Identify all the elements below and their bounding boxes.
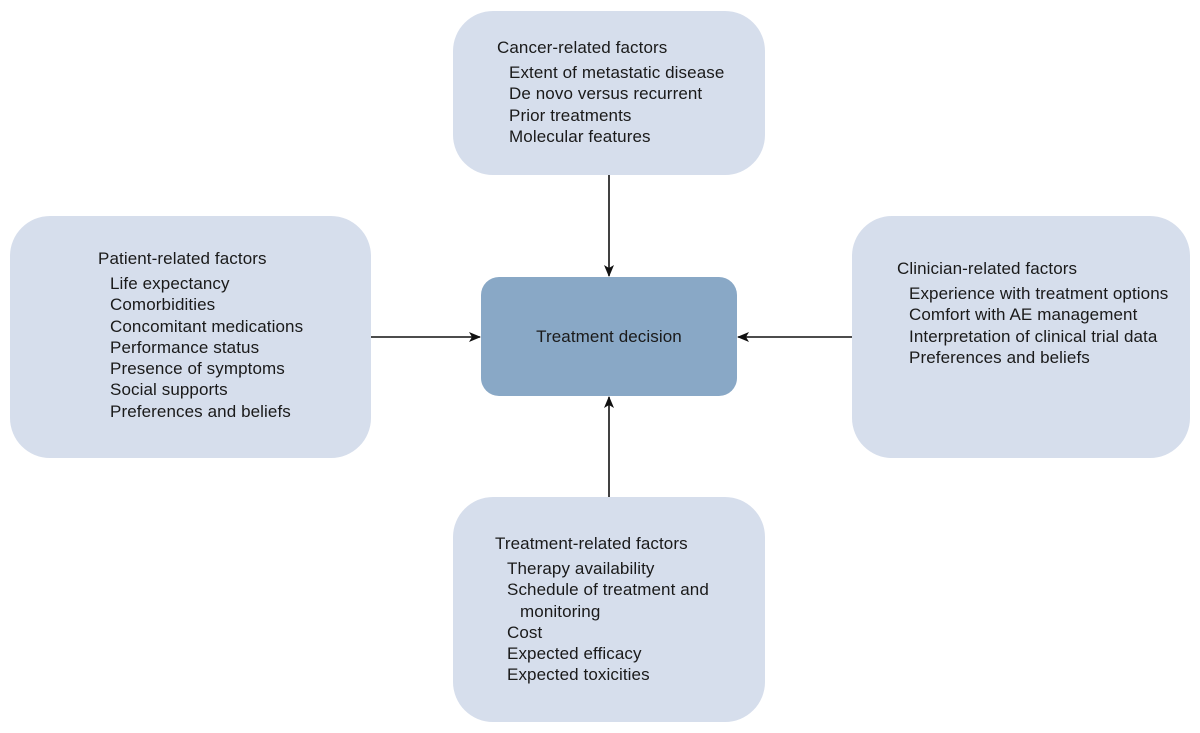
factor-item: Social supports xyxy=(110,380,228,400)
factor-item: Comfort with AE management xyxy=(909,305,1138,325)
factor-item: Cost xyxy=(507,622,543,642)
cancer-factors-heading: Cancer-related factors xyxy=(497,38,668,57)
cancer-factors-box: Cancer-related factors Extent of metasta… xyxy=(453,11,765,175)
factor-item: Molecular features xyxy=(509,126,651,146)
treatment-factors-box: Treatment-related factors Therapy availa… xyxy=(453,497,765,722)
factor-item: Preferences and beliefs xyxy=(909,347,1090,367)
factor-item: Life expectancy xyxy=(110,274,230,293)
factor-item: Expected efficacy xyxy=(507,644,642,664)
factor-item: Interpretation of clinical trial data xyxy=(909,326,1158,346)
clinician-factors-box: Clinician-related factors Experience wit… xyxy=(852,216,1190,458)
clinician-factors-heading: Clinician-related factors xyxy=(897,259,1078,278)
factor-item: Experience with treatment options xyxy=(909,284,1169,303)
factor-item: Expected toxicities xyxy=(507,665,650,685)
treatment-decision-box: Treatment decision xyxy=(481,277,737,396)
factor-item: Preferences and beliefs xyxy=(110,401,291,421)
factor-item: Extent of metastatic disease xyxy=(509,63,725,82)
factor-item: Comorbidities xyxy=(110,295,216,315)
factor-item: Performance status xyxy=(110,337,260,357)
factor-item: De novo versus recurrent xyxy=(509,84,703,104)
factor-item: Therapy availability xyxy=(507,559,655,578)
treatment-factors-heading: Treatment-related factors xyxy=(495,534,688,553)
factor-item: Prior treatments xyxy=(509,105,632,125)
treatment-decision-label: Treatment decision xyxy=(536,326,682,346)
cancer-factors-list: Extent of metastatic disease De novo vers… xyxy=(497,62,765,147)
factor-item: Presence of symptoms xyxy=(110,359,285,379)
patient-factors-heading: Patient-related factors xyxy=(98,249,267,268)
factor-item: Concomitant medications xyxy=(110,316,304,336)
factor-item: Schedule of treatment and monitoring xyxy=(507,580,709,621)
